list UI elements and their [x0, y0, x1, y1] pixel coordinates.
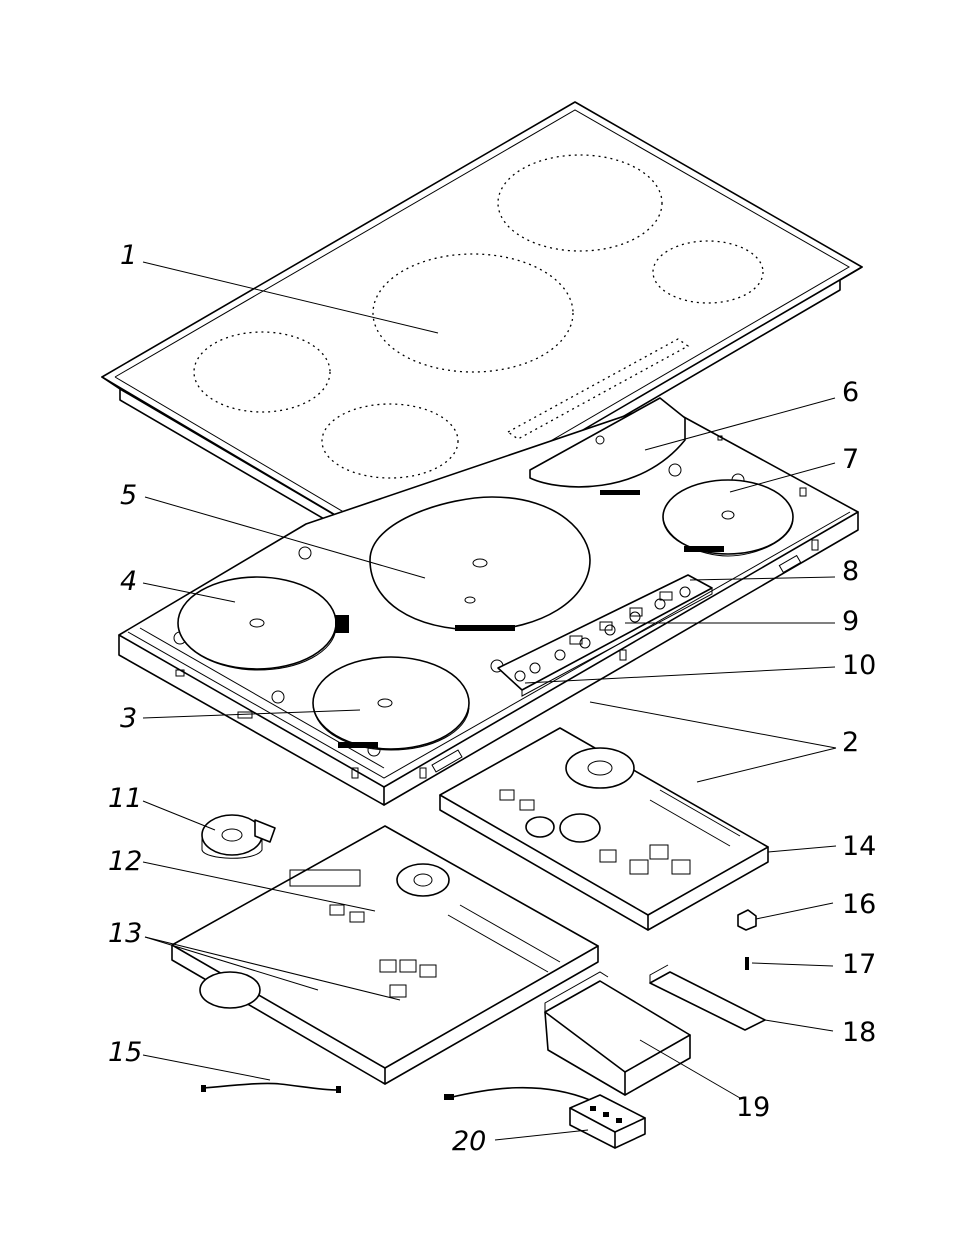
leader-15 — [142, 1054, 271, 1081]
label-part-6: 6 — [842, 377, 859, 408]
leader-13b — [144, 936, 319, 991]
label-part-12: 12 — [108, 846, 142, 877]
leader-2a — [589, 701, 837, 749]
screw-17 — [745, 957, 749, 970]
label-part-4: 4 — [120, 566, 137, 597]
leader-13a — [144, 936, 401, 1001]
heater-rear-right — [529, 397, 686, 495]
label-part-2: 2 — [842, 727, 859, 758]
label-part-15: 15 — [108, 1037, 142, 1068]
leader-6 — [644, 397, 836, 451]
power-board-left — [171, 825, 599, 1085]
control-board — [497, 574, 713, 697]
leader-10 — [524, 666, 836, 684]
clip-16 — [737, 909, 757, 931]
heater-front — [312, 656, 470, 751]
label-part-11: 11 — [108, 783, 142, 814]
label-part-13: 13 — [108, 918, 142, 949]
leader-17 — [751, 962, 834, 967]
cable-15 — [201, 1082, 341, 1093]
leader-18 — [764, 1019, 834, 1032]
label-part-8: 8 — [842, 556, 859, 587]
part-labels: 1 2 3 4 5 6 7 8 9 10 11 12 13 14 15 16 1… — [108, 240, 876, 1157]
leader-14 — [767, 845, 837, 853]
leader-8 — [689, 576, 836, 581]
leader-lines — [142, 261, 837, 1141]
cover-19 — [544, 971, 691, 1096]
terminal-block-20 — [444, 1086, 646, 1149]
leader-7 — [729, 462, 836, 493]
label-part-9: 9 — [842, 606, 859, 637]
leader-5 — [144, 496, 426, 579]
leader-16 — [755, 902, 834, 920]
label-part-10: 10 — [842, 650, 876, 681]
leader-11 — [142, 800, 216, 831]
leader-3 — [142, 709, 361, 719]
label-part-18: 18 — [842, 1017, 876, 1048]
label-part-19: 19 — [736, 1092, 770, 1123]
heater-right — [662, 479, 794, 557]
label-part-20: 20 — [452, 1126, 486, 1157]
label-part-16: 16 — [842, 889, 876, 920]
leader-19 — [639, 1039, 741, 1099]
fan — [201, 814, 276, 859]
label-part-5: 5 — [120, 480, 137, 511]
label-part-17: 17 — [842, 949, 876, 980]
leader-20 — [494, 1129, 589, 1141]
plate-18 — [649, 964, 766, 1031]
leader-12 — [142, 861, 376, 912]
label-part-1: 1 — [120, 240, 137, 271]
label-part-3: 3 — [120, 703, 137, 734]
leader-1 — [142, 261, 439, 334]
label-part-7: 7 — [842, 444, 859, 475]
heater-left — [177, 576, 349, 671]
leader-4 — [142, 582, 236, 603]
leader-2b — [696, 747, 837, 783]
label-part-14: 14 — [842, 831, 876, 862]
heater-center — [369, 496, 591, 631]
power-board-right — [439, 727, 769, 931]
